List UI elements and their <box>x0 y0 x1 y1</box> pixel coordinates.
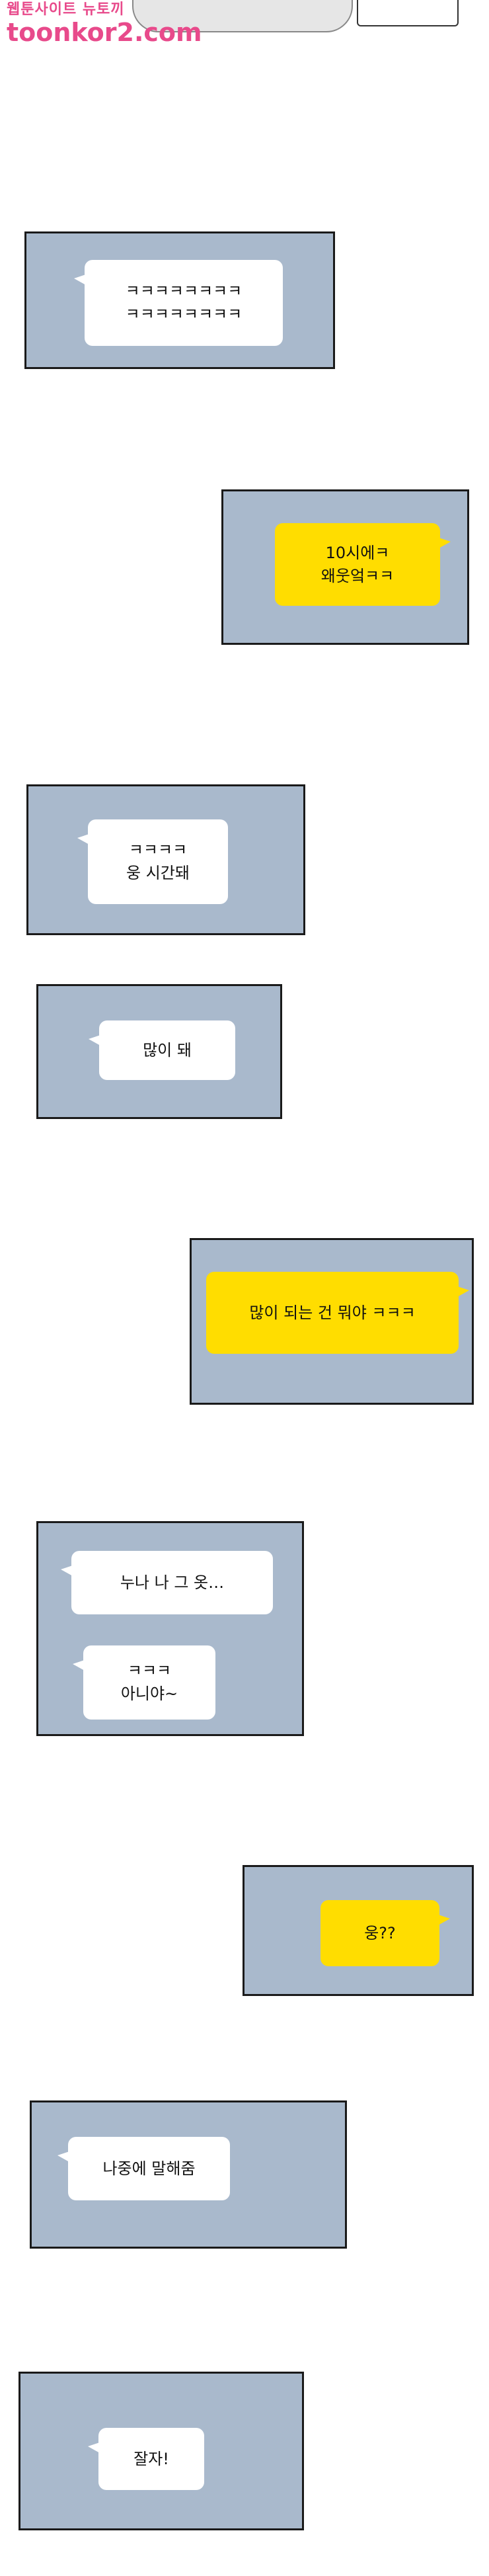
chat-panel: 잘자! <box>19 2372 304 2530</box>
message-line: 누나 나 그 옷… <box>120 1573 225 1592</box>
outgoing-message-bubble: 10시에ㅋ 왜웃엌ㅋㅋ <box>275 523 451 606</box>
message-line: ㅋㅋㅋㅋㅋㅋㅋㅋ <box>125 305 243 323</box>
chat-panel: ㅋㅋㅋㅋㅋㅋㅋㅋ ㅋㅋㅋㅋㅋㅋㅋㅋ <box>24 231 335 369</box>
message-line: ㅋㅋㅋㅋ <box>128 841 188 860</box>
incoming-message-bubble: ㅋㅋㅋ 아니야~ <box>73 1645 215 1720</box>
message-line: 아니야~ <box>120 1684 178 1703</box>
incoming-message-bubble: ㅋㅋㅋㅋ 웅 시간돼 <box>77 819 228 904</box>
chat-panel: ㅋㅋㅋㅋ 웅 시간돼 <box>26 784 305 935</box>
watermark-line-2: toonkor2.com <box>7 18 202 47</box>
incoming-message-bubble: 많이 돼 <box>89 1020 235 1080</box>
message-line: 웅?? <box>364 1923 396 1942</box>
watermark: 웹툰사이트 뉴토끼 toonkor2.com <box>7 1 202 47</box>
top-artwork-fragment <box>0 0 489 36</box>
message-line: 10시에ㅋ <box>325 543 390 562</box>
message-line: 잘자! <box>133 2449 169 2468</box>
chat-panel: 많이 되는 건 뭐야 ㅋㅋㅋ <box>190 1238 474 1405</box>
chat-panel: 많이 돼 <box>36 984 282 1119</box>
chat-panel: 누나 나 그 옷… ㅋㅋㅋ 아니야~ <box>36 1521 304 1736</box>
incoming-message-bubble: 잘자! <box>88 2428 204 2490</box>
message-line: 많이 돼 <box>143 1040 192 1059</box>
watermark-line-1: 웹툰사이트 뉴토끼 <box>7 1 125 18</box>
incoming-message-bubble: ㅋㅋㅋㅋㅋㅋㅋㅋ ㅋㅋㅋㅋㅋㅋㅋㅋ <box>74 260 283 346</box>
chat-panel: 10시에ㅋ 왜웃엌ㅋㅋ <box>221 489 469 645</box>
message-line: 왜웃엌ㅋㅋ <box>320 566 395 585</box>
outgoing-message-bubble: 웅?? <box>320 1900 450 1966</box>
chat-panel: 나중에 말해줌 <box>30 2100 347 2249</box>
message-line: 나중에 말해줌 <box>102 2159 196 2178</box>
artwork-shape <box>132 0 353 32</box>
outgoing-message-bubble: 많이 되는 건 뭐야 ㅋㅋㅋ <box>206 1272 469 1354</box>
chat-panel: 웅?? <box>243 1865 474 1996</box>
artwork-shape <box>357 0 459 26</box>
message-line: ㅋㅋㅋㅋㅋㅋㅋㅋ <box>125 282 243 301</box>
incoming-message-bubble: 나중에 말해줌 <box>57 2137 230 2200</box>
message-line: ㅋㅋㅋ <box>127 1661 172 1681</box>
message-line: 많이 되는 건 뭐야 ㅋㅋㅋ <box>249 1303 416 1322</box>
message-line: 웅 시간돼 <box>126 864 190 882</box>
incoming-message-bubble: 누나 나 그 옷… <box>61 1551 273 1614</box>
